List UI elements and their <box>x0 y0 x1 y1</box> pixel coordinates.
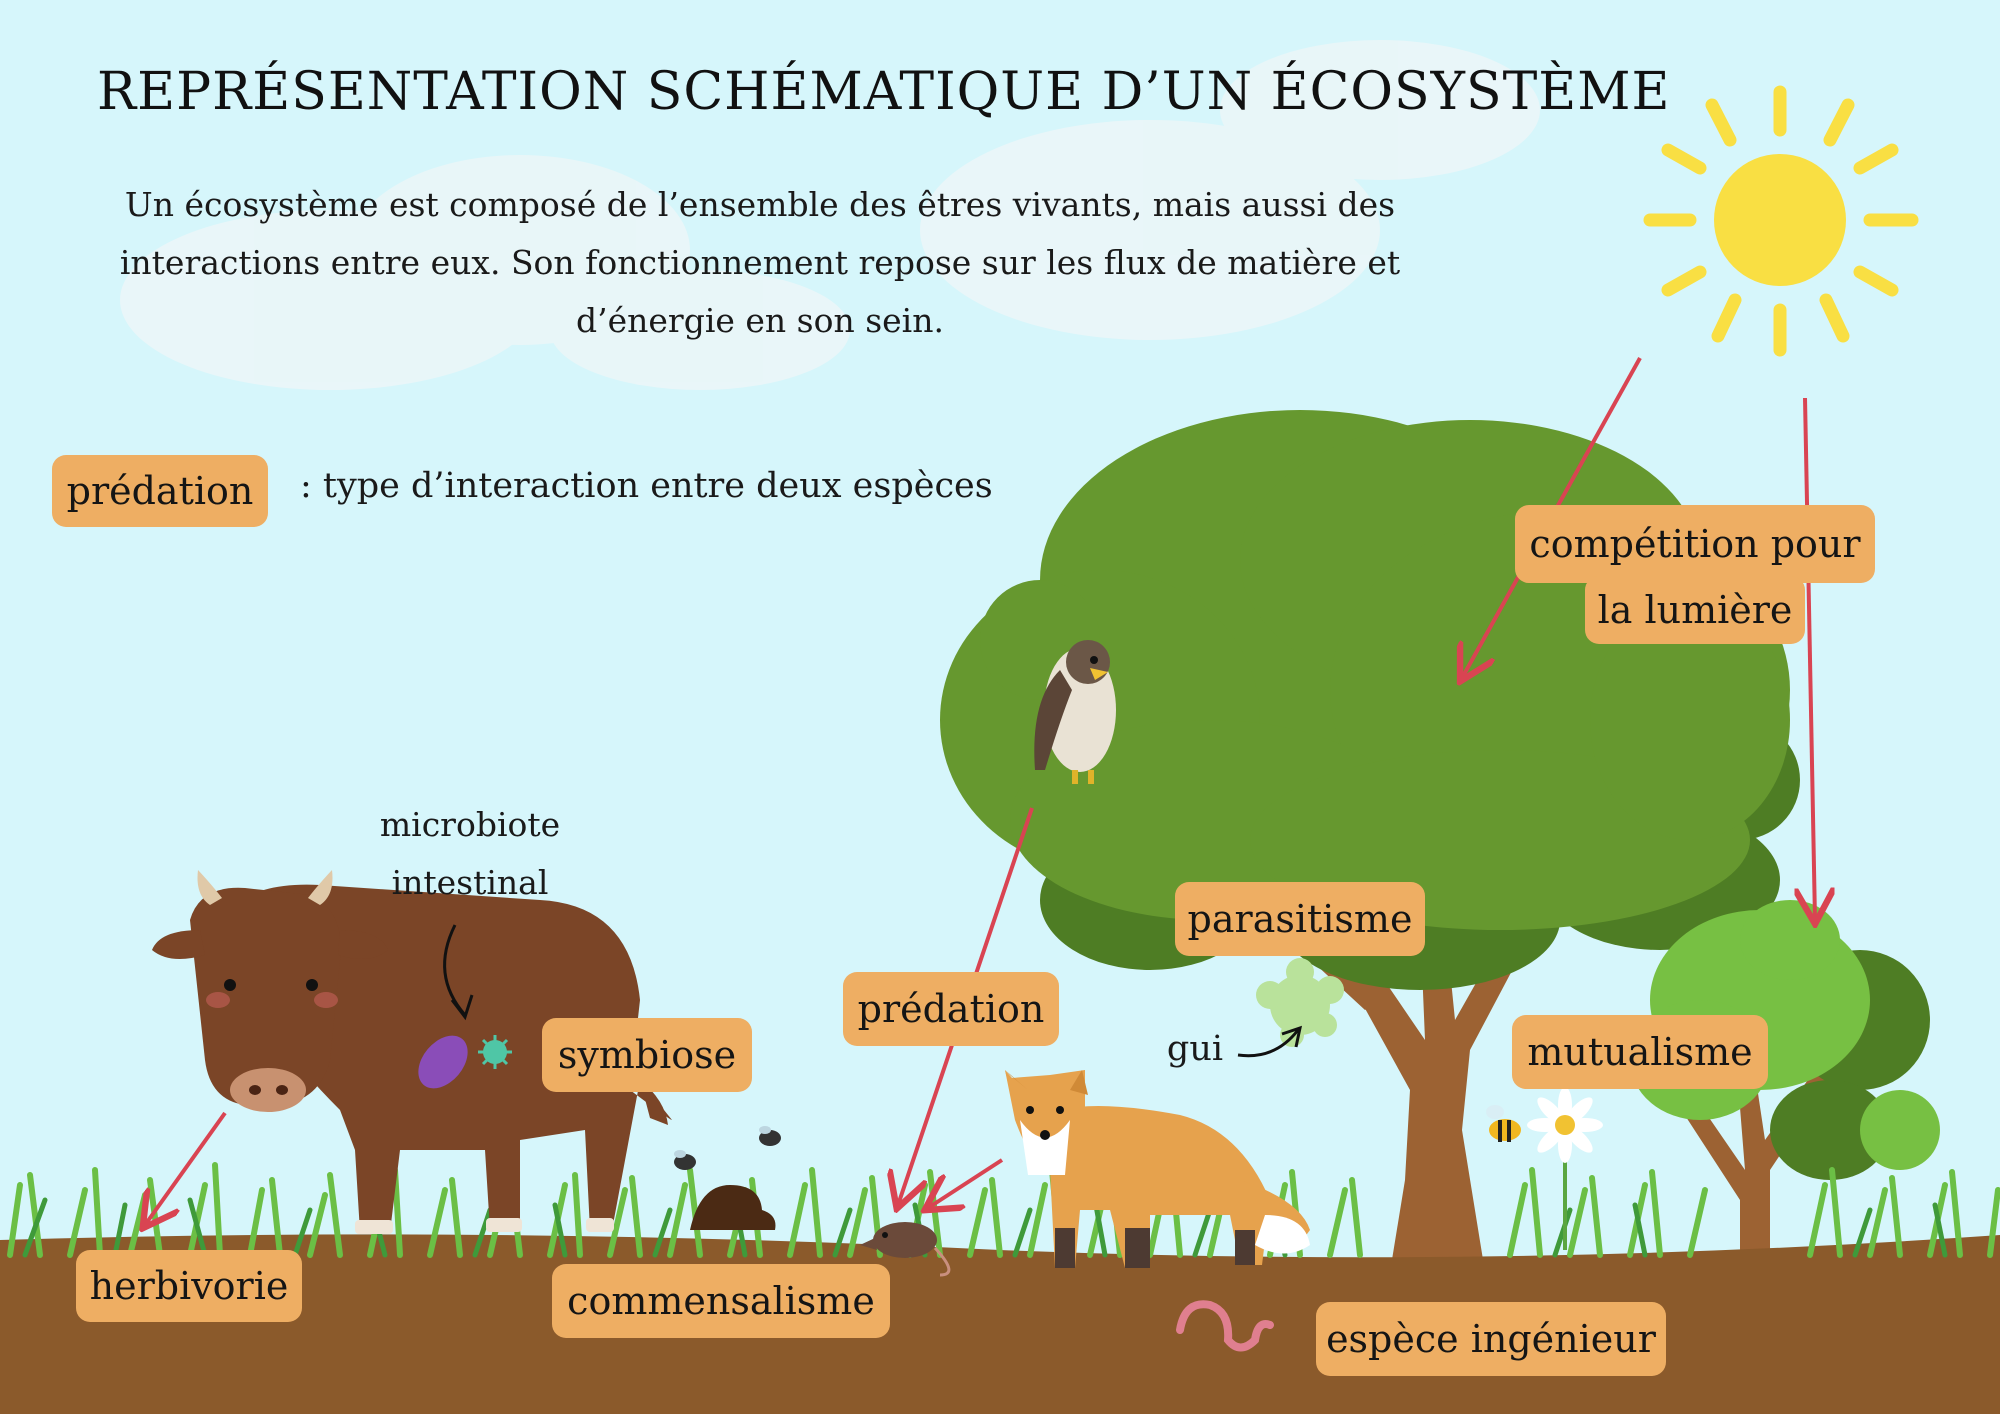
falcon-illustration <box>1034 640 1116 784</box>
fly-icon <box>674 1126 781 1170</box>
competition-tag-line1: compétition pour <box>1515 505 1875 583</box>
legend-description: : type d’interaction entre deux espèces <box>300 466 993 506</box>
sun-icon <box>1643 85 1919 357</box>
commensalisme-tag: commensalisme <box>552 1264 890 1338</box>
fox-illustration <box>1005 1070 1310 1268</box>
cow-illustration <box>152 870 672 1234</box>
gui-pointer-arrow <box>1237 1029 1300 1058</box>
herbivorie-tag: herbivorie <box>76 1250 302 1322</box>
clouds <box>120 40 1540 390</box>
bee-icon <box>1486 1105 1521 1142</box>
daisy-icon <box>1527 1087 1603 1250</box>
earthworm-illustration <box>1176 1300 1274 1352</box>
microbiote-label: microbiote intestinal <box>379 805 561 902</box>
intro-text: Un écosystème est composé de l’ensemble … <box>119 185 1401 340</box>
legend-example-tag: prédation <box>52 455 268 527</box>
mutualisme-tag: mutualisme <box>1512 1015 1768 1089</box>
symbiose-tag: symbiose <box>542 1018 752 1092</box>
gui-label: gui <box>1166 1029 1224 1069</box>
arrow-light-to-shrub <box>1805 397 1815 920</box>
predation-tag: prédation <box>843 972 1059 1046</box>
espece-ingenieur-tag: espèce ingénieur <box>1316 1302 1666 1376</box>
arrow-cow-to-grass <box>145 1111 227 1225</box>
dung-icon <box>690 1185 776 1230</box>
arrow-fox-to-shrew <box>928 1158 1004 1208</box>
competition-tag-line2: la lumière <box>1585 576 1805 644</box>
page-title: REPRÉSENTATION SCHÉMATIQUE D’UN ÉCOSYSTÈ… <box>97 62 1671 122</box>
shrew-illustration <box>860 1222 951 1277</box>
bacteria-icon <box>478 1035 512 1069</box>
parasitisme-tag: parasitisme <box>1175 882 1425 956</box>
